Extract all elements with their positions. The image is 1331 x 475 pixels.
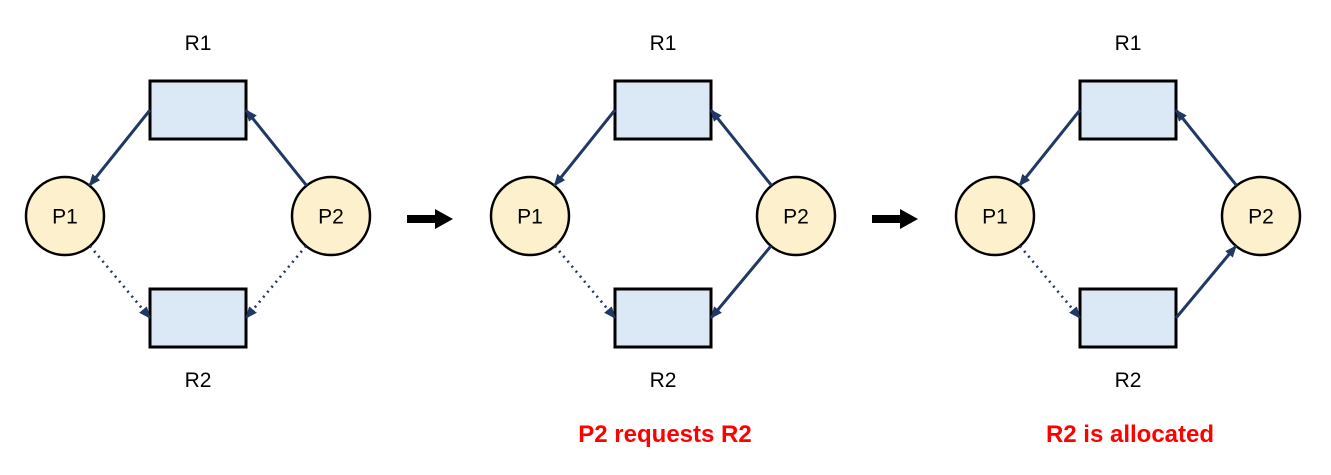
- edge-p1-r2-dotted: [1018, 245, 1081, 319]
- panel-caption: P2 requests R2: [578, 421, 752, 448]
- process-node-p2: [1220, 175, 1302, 257]
- resource-node-r2: [148, 287, 248, 349]
- resource-label-r2: R2: [185, 369, 212, 392]
- edge-p1-r2-dotted: [88, 245, 151, 319]
- edge-p2-r1-solid: [1174, 109, 1238, 187]
- resource-node-r2: [613, 287, 713, 349]
- resource-node-r1: [613, 79, 713, 141]
- step-arrow-icon: [407, 209, 453, 229]
- edge-p2-r2-solid: [709, 245, 773, 319]
- process-node-p1: [489, 175, 571, 257]
- edge-r1-p1-solid: [1018, 109, 1082, 187]
- process-node-p2: [290, 175, 372, 257]
- process-label-p1: P1: [982, 206, 1008, 229]
- resource-label-r1: R1: [650, 32, 677, 55]
- resource-label-r1: R1: [185, 32, 212, 55]
- process-label-p1: P1: [517, 206, 543, 229]
- edge-p2-r1-solid: [244, 109, 308, 187]
- resource-node-r2: [1078, 287, 1178, 349]
- process-label-p2: P2: [318, 206, 344, 229]
- edge-p1-r2-dotted: [553, 245, 616, 319]
- edge-r1-p1-solid: [553, 109, 617, 187]
- edge-r2-p2-solid: [1174, 245, 1238, 319]
- edge-p2-r1-solid: [709, 109, 773, 187]
- process-label-p2: P2: [1248, 206, 1274, 229]
- resource-label-r2: R2: [1115, 369, 1142, 392]
- step-transition-1: [400, 0, 465, 475]
- step-transition-2: [865, 0, 930, 475]
- resource-node-r1: [148, 79, 248, 141]
- process-node-p1: [954, 175, 1036, 257]
- process-label-p1: P1: [52, 206, 78, 229]
- process-node-p1: [24, 175, 106, 257]
- process-label-p2: P2: [783, 206, 809, 229]
- edge-p2-r2-dotted: [245, 245, 308, 319]
- step-arrow-icon: [872, 209, 918, 229]
- resource-label-r2: R2: [650, 369, 677, 392]
- panel-caption: R2 is allocated: [1045, 421, 1215, 448]
- process-node-p2: [755, 175, 837, 257]
- resource-node-r1: [1078, 79, 1178, 141]
- resource-label-r1: R1: [1115, 32, 1142, 55]
- edge-r1-p1-solid: [88, 109, 152, 187]
